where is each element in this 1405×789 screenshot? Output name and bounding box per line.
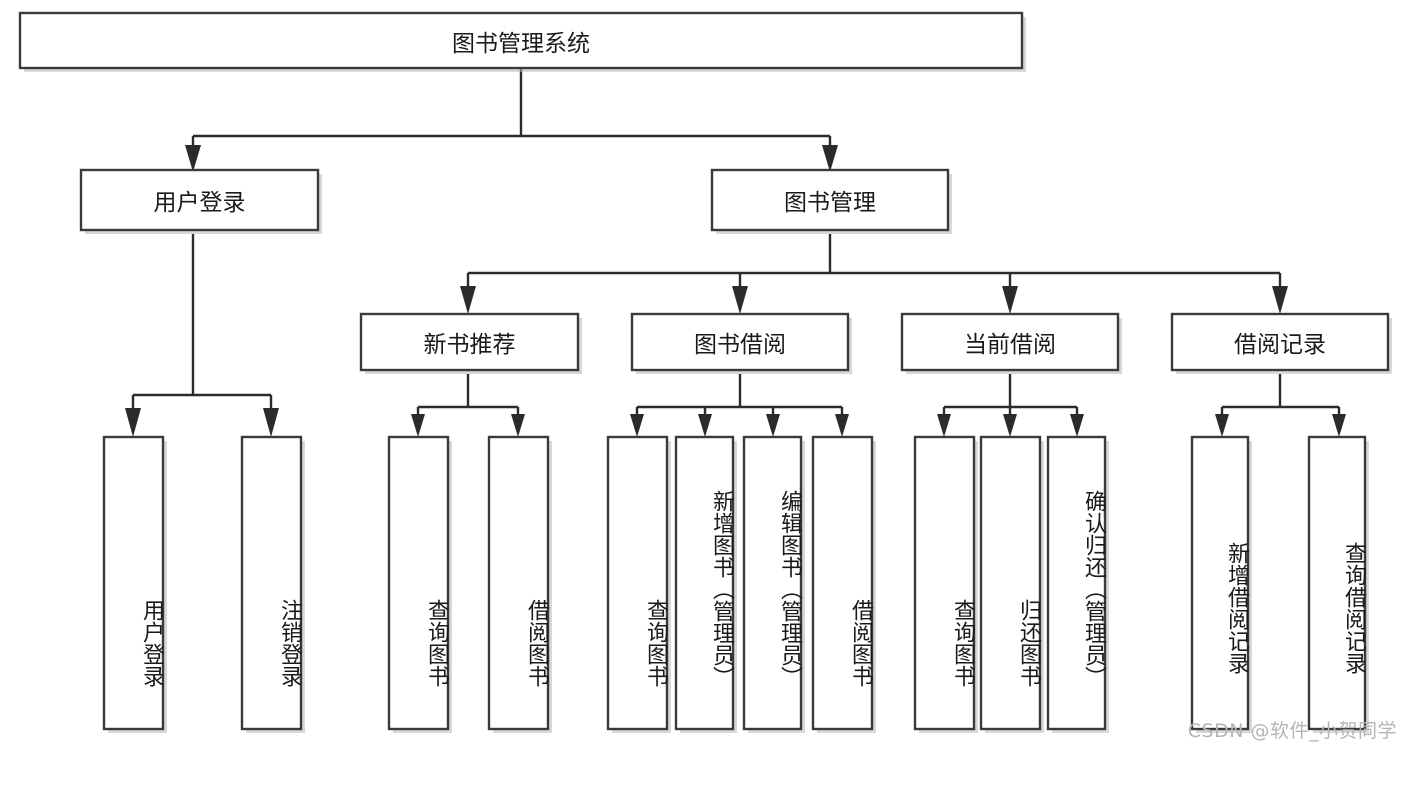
- diagram-canvas-root: 图书管理系统 用户登录 图书管理 新书推荐 图书借阅 当前借阅 借阅记录 用户登…: [18, 11, 1397, 742]
- node-leaf-query-book-3[interactable]: [913, 435, 976, 731]
- node-leaf-return-book[interactable]: [979, 435, 1042, 731]
- node-book-management[interactable]: [710, 168, 950, 232]
- node-user-login[interactable]: [79, 168, 320, 232]
- connector-layer: [125, 68, 1346, 437]
- arrow-leaf-edit-book: [766, 414, 780, 437]
- node-leaf-edit-book[interactable]: [742, 435, 803, 731]
- tree-diagram-svg: [18, 11, 1392, 733]
- arrow-to-book-management: [822, 145, 838, 172]
- arrow-current-borrow: [1002, 286, 1018, 314]
- node-leaf-confirm-return[interactable]: [1046, 435, 1107, 731]
- arrow-leaf-query-book-3: [937, 414, 951, 437]
- arrow-leaf-borrow-book-2: [835, 414, 849, 437]
- arrow-leaf-add-record: [1215, 414, 1229, 437]
- arrow-borrow-record: [1272, 286, 1288, 314]
- arrow-book-borrow: [732, 286, 748, 314]
- arrow-leaf-query-book-2: [630, 414, 644, 437]
- arrow-leaf-query-record: [1332, 414, 1346, 437]
- arrow-to-user-login: [185, 145, 201, 172]
- arrow-leaf-query-book-1: [411, 414, 425, 437]
- arrow-leaf-borrow-book-1: [511, 414, 525, 437]
- node-leaf-add-book[interactable]: [674, 435, 735, 731]
- arrow-new-book-recommend: [460, 286, 476, 314]
- node-leaf-user-login[interactable]: [102, 435, 165, 731]
- node-leaf-user-logout[interactable]: [240, 435, 303, 731]
- node-leaf-borrow-book-2[interactable]: [811, 435, 874, 731]
- arrow-leaf-confirm-return: [1070, 414, 1084, 437]
- node-root[interactable]: [18, 11, 1024, 70]
- node-leaf-query-book-2[interactable]: [606, 435, 669, 731]
- node-new-book-recommend[interactable]: [359, 312, 580, 372]
- node-leaf-add-record[interactable]: [1190, 435, 1250, 731]
- arrow-leaf-user-login: [125, 408, 141, 437]
- node-borrow-record[interactable]: [1170, 312, 1390, 372]
- arrow-leaf-return-book: [1003, 414, 1017, 437]
- node-box-layer: [18, 11, 1392, 733]
- node-leaf-query-record[interactable]: [1307, 435, 1367, 731]
- node-current-borrow[interactable]: [900, 312, 1120, 372]
- arrow-leaf-user-logout: [263, 408, 279, 437]
- csdn-watermark: CSDN @软件_小贺同学: [1187, 720, 1397, 742]
- node-book-borrow[interactable]: [630, 312, 850, 372]
- arrow-leaf-add-book: [698, 414, 712, 437]
- node-leaf-borrow-book-1[interactable]: [487, 435, 550, 731]
- node-leaf-query-book-1[interactable]: [387, 435, 450, 731]
